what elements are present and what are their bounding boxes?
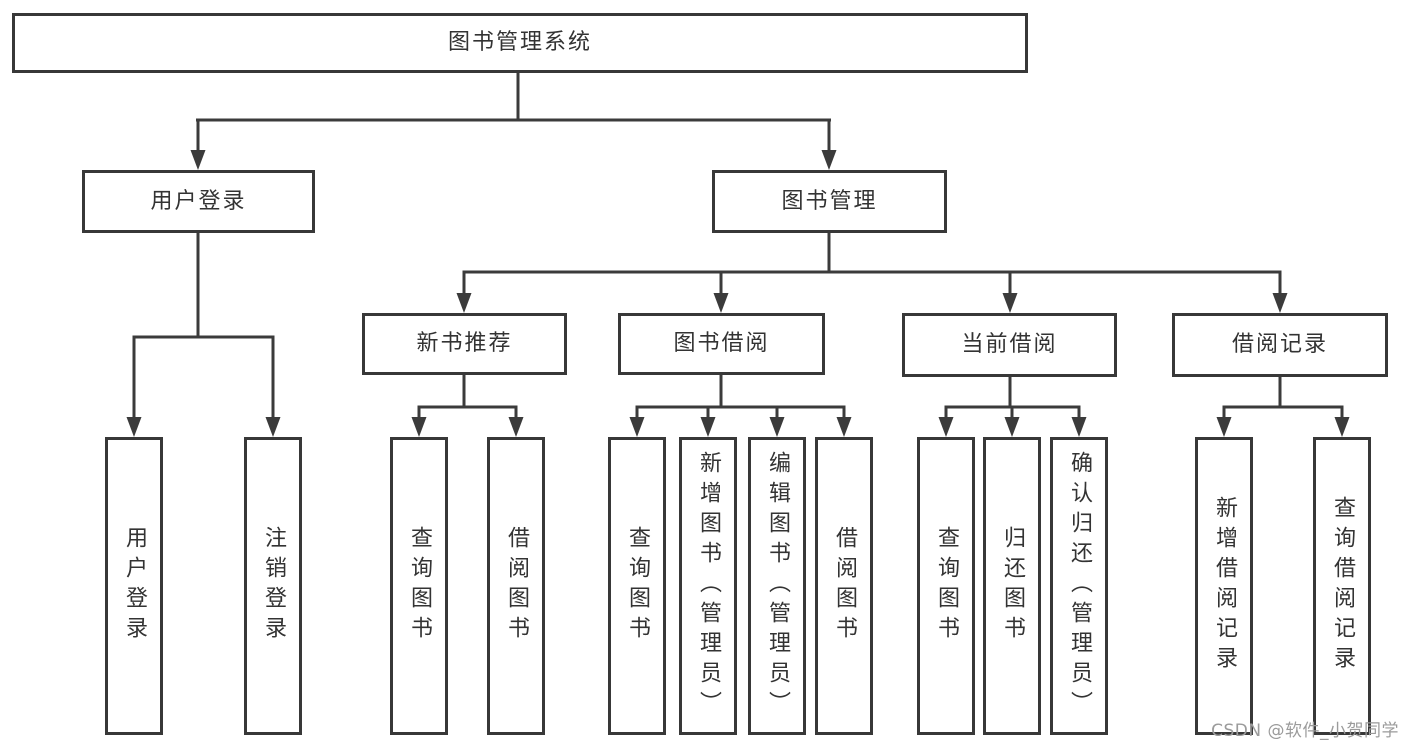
node-label: 图书借阅 [673,331,770,356]
node-label: 用户登录 [150,188,247,214]
node-label: 借阅图书 [832,526,857,646]
connector-current-borrow-to-leaves [938,377,1087,437]
node-current-borrow: 当前借阅 [902,313,1117,377]
leaf-confirm-return-admin: 确认归还（管理员） [1050,437,1108,735]
leaf-return-book: 归还图书 [983,437,1041,735]
node-label: 查询图书 [934,526,959,646]
leaf-user-login: 用户登录 [105,437,163,735]
node-borrow-records: 借阅记录 [1172,313,1388,377]
node-label: 借阅图书 [504,526,529,646]
node-label: 查询图书 [407,526,432,646]
node-label: 归还图书 [1000,526,1025,646]
node-label: 当前借阅 [961,332,1058,357]
node-new-book-recommend: 新书推荐 [362,313,567,375]
node-label: 图书管理 [781,188,878,214]
node-label: 查询借阅记录 [1330,496,1355,676]
connector-book-borrow-to-leaves [629,375,852,437]
leaf-borrow-book-recommend: 借阅图书 [487,437,545,735]
leaf-borrow-book: 借阅图书 [815,437,873,735]
leaf-query-borrow-record: 查询借阅记录 [1313,437,1371,735]
connector-records-to-leaves [1216,377,1350,437]
node-label: 新增借阅记录 [1212,496,1237,676]
node-user-login: 用户登录 [82,170,315,233]
leaf-query-book-current: 查询图书 [917,437,975,735]
node-book-management: 图书管理 [712,170,947,233]
leaf-logout-login: 注销登录 [244,437,302,735]
leaf-add-borrow-record: 新增借阅记录 [1195,437,1253,735]
node-label: 查询图书 [625,526,650,646]
node-root-library-system: 图书管理系统 [12,13,1028,73]
node-label: 确认归还（管理员） [1067,451,1092,721]
node-label: 编辑图书（管理员） [765,451,790,721]
connector-new-book-to-leaves [411,375,524,437]
leaf-query-book-recommend: 查询图书 [390,437,448,735]
node-label: 新增图书（管理员） [696,451,721,721]
watermark: CSDN @软件_小贺同学 [1211,721,1399,741]
node-label: 注销登录 [261,526,286,646]
node-label: 用户登录 [122,526,147,646]
leaf-add-book-admin: 新增图书（管理员） [679,437,737,735]
leaf-edit-book-admin: 编辑图书（管理员） [748,437,806,735]
node-book-borrow: 图书借阅 [618,313,825,375]
leaf-query-book-borrow: 查询图书 [608,437,666,735]
connector-root-to-level2 [190,70,837,170]
node-label: 借阅记录 [1231,332,1328,357]
connector-user-login-to-leaves [126,233,281,437]
connector-book-mgmt-to-level3 [456,233,1288,313]
node-label: 图书管理系统 [447,30,592,55]
node-label: 新书推荐 [416,331,513,356]
